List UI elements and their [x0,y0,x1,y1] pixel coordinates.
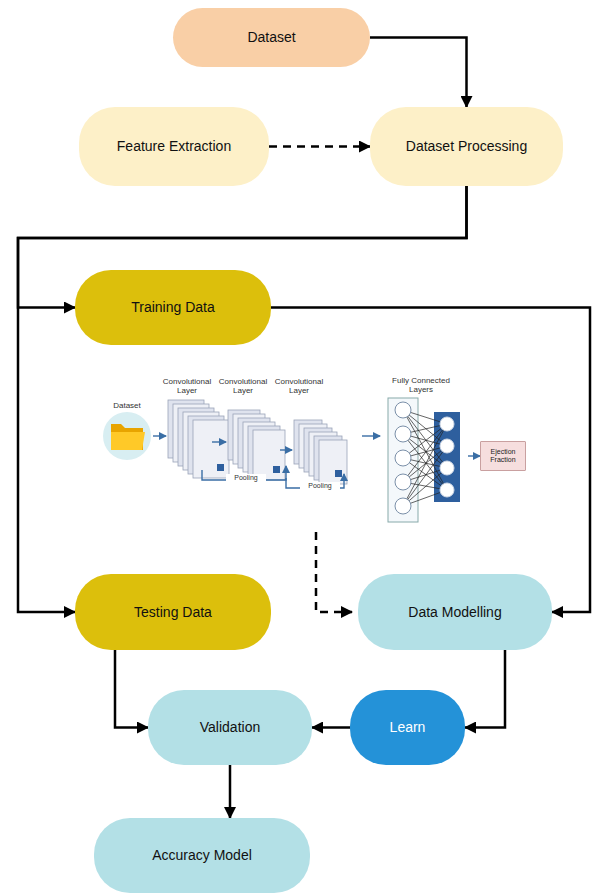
validation-box: Validation [148,690,312,765]
node-text: Testing Data [134,604,212,621]
processing-box: Dataset Processing [370,107,563,186]
dataset-box: Dataset [173,8,370,67]
flow-arrow [312,726,350,729]
modelling-box: Data Modelling [358,574,552,650]
node-text: Training Data [131,299,215,316]
folder-front [111,432,145,450]
testing-box: Testing Data [75,574,271,650]
illustration-label: Convolutional Layer [270,378,328,396]
illustration-label: Convolutional Layer [158,378,216,396]
illustration-label: Dataset [104,402,150,411]
illustration-label: Convolutional Layer [214,378,272,396]
illustration-label: Fully Connected Layers [386,377,456,395]
node-text: Feature Extraction [117,138,231,155]
illustration-label: Pooling [300,482,340,490]
node-text: Accuracy Model [152,847,252,864]
fc-layer-1 [388,398,418,522]
flow-arrow [370,38,467,108]
flow-arrow [18,186,467,612]
flow-arrow [465,650,505,728]
folder-circle [103,412,151,460]
node-text: Data Modelling [408,604,501,621]
flow-arrow [271,308,590,613]
flow-arrow [229,765,232,818]
training-box: Training Data [75,270,271,345]
flow-arrow [269,145,370,148]
accuracy-box: Accuracy Model [94,818,310,893]
node-text: Ejection Fraction [483,448,523,465]
output-box: Ejection Fraction [480,441,526,471]
node-text: Learn [390,719,426,736]
feature-box: Feature Extraction [79,107,269,186]
node-text: Validation [200,719,260,736]
learn-box: Learn [350,690,465,765]
conv-stacks [168,400,347,484]
flow-arrow [115,650,148,728]
dashed-link [316,532,352,612]
node-text: Dataset [247,29,295,46]
fc-network [395,402,454,514]
illustration-label: Pooling [226,474,266,482]
illus-arrows [153,436,480,488]
node-text: Dataset Processing [406,138,527,155]
